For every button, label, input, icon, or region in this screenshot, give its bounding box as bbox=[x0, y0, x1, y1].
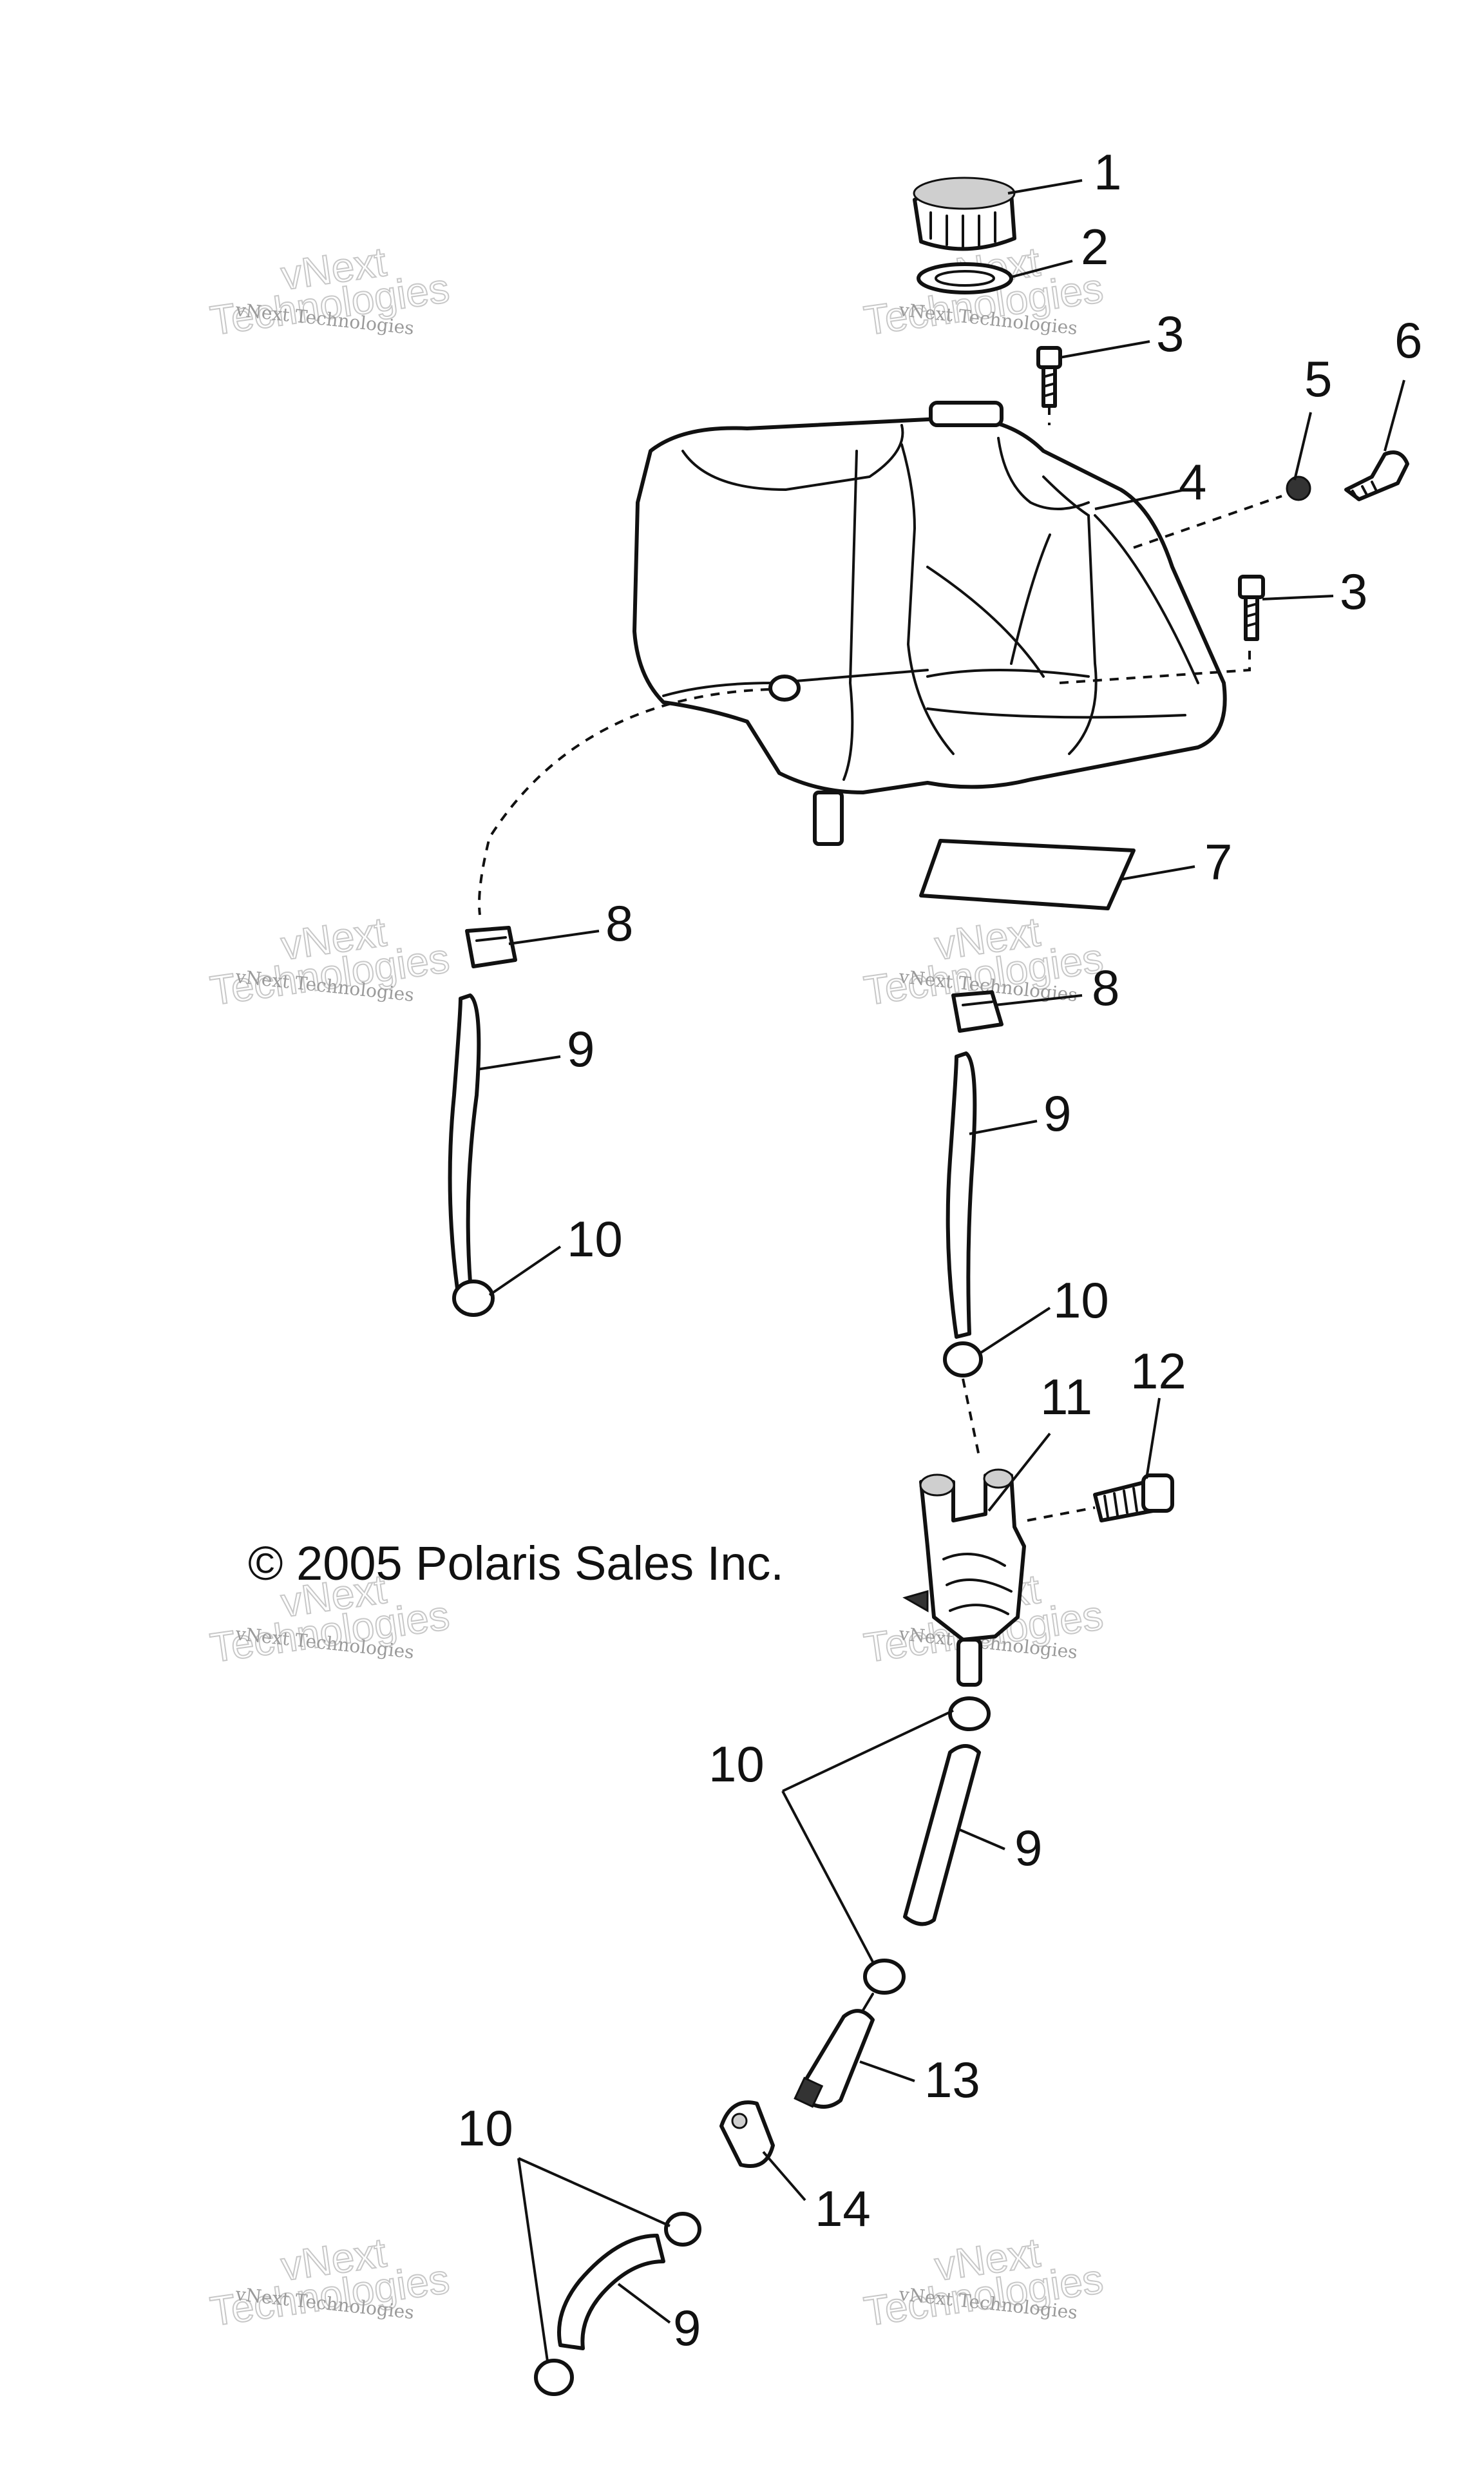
callout-10-left: 10 bbox=[567, 1211, 623, 1267]
hose-bottom bbox=[557, 2234, 665, 2350]
dashed-guide-tank-to-left-clamp bbox=[478, 688, 770, 916]
clamp-left bbox=[465, 926, 517, 968]
ring-clamp-lower-bottom bbox=[863, 1959, 906, 1995]
bolt bbox=[1344, 450, 1409, 501]
watermark-bottom-left: Technologies vNext vNext Technologies bbox=[207, 2229, 453, 2335]
fuel-tank bbox=[633, 401, 1251, 846]
callout-4: 4 bbox=[1179, 454, 1206, 510]
screw-right bbox=[1238, 575, 1265, 641]
dashed-guide-hose-to-valve bbox=[962, 1378, 980, 1457]
callout-5: 5 bbox=[1304, 350, 1332, 407]
callout-2: 2 bbox=[1081, 218, 1108, 275]
filter-clip bbox=[719, 2100, 775, 2168]
callout-9-left: 9 bbox=[567, 1021, 595, 1077]
cap-gasket bbox=[917, 262, 1013, 294]
callout-10-lower: 10 bbox=[709, 1736, 765, 1792]
callout-8-left: 8 bbox=[605, 895, 633, 952]
leader-lines bbox=[476, 179, 1405, 2362]
washer bbox=[1286, 475, 1311, 501]
dashed-guide-valve-to-bolt bbox=[1027, 1506, 1096, 1522]
callout-6: 6 bbox=[1394, 312, 1422, 369]
screw-top bbox=[1036, 346, 1062, 425]
callout-labels: 1 2 3 3 4 5 6 7 8 8 9 9 9 9 10 10 10 10 … bbox=[457, 144, 1422, 2356]
callout-9-bottom: 9 bbox=[673, 2299, 701, 2356]
callout-11: 11 bbox=[1040, 1368, 1092, 1425]
tank-pad bbox=[919, 839, 1136, 910]
callout-3-right: 3 bbox=[1340, 563, 1367, 620]
ring-clamp-center bbox=[943, 1341, 983, 1377]
ring-clamp-lower-top bbox=[948, 1696, 991, 1731]
copyright-notice: © 2005 Polaris Sales Inc. bbox=[248, 1537, 784, 1590]
callout-12: 12 bbox=[1130, 1343, 1186, 1399]
callout-1: 1 bbox=[1094, 144, 1121, 200]
ring-clamp-bottom-right bbox=[664, 2212, 701, 2247]
callout-8-center: 8 bbox=[1092, 959, 1119, 1016]
hose-lower bbox=[903, 1744, 981, 1926]
valve-bolt bbox=[1093, 1473, 1174, 1522]
callout-13: 13 bbox=[924, 2051, 980, 2108]
callout-7: 7 bbox=[1204, 834, 1232, 890]
watermark-top-left: Technologies vNext vNext Technologies bbox=[207, 238, 453, 345]
callout-10-bottom: 10 bbox=[457, 2100, 513, 2156]
fuel-valve bbox=[902, 1468, 1026, 1687]
hose-center bbox=[946, 1051, 977, 1339]
ring-clamp-left bbox=[452, 1280, 495, 1317]
fuel-filter bbox=[794, 1993, 875, 2109]
ring-clamp-bottom-left bbox=[534, 2359, 574, 2396]
dashed-guide-tank-to-washer bbox=[1133, 495, 1282, 549]
callout-9-center: 9 bbox=[1043, 1085, 1071, 1142]
callout-9-lower: 9 bbox=[1014, 1819, 1042, 1876]
hose-left bbox=[448, 993, 481, 1290]
callout-10-center: 10 bbox=[1053, 1272, 1109, 1328]
clamp-center bbox=[951, 990, 1004, 1033]
watermark-mid-left: Technologies vNext vNext Technologies bbox=[207, 908, 453, 1015]
callout-3-top: 3 bbox=[1156, 305, 1184, 362]
fuel-cap bbox=[913, 177, 1016, 251]
callout-14: 14 bbox=[815, 2180, 871, 2237]
watermark-bottom-right: Technologies vNext vNext Technologies bbox=[861, 2229, 1107, 2335]
